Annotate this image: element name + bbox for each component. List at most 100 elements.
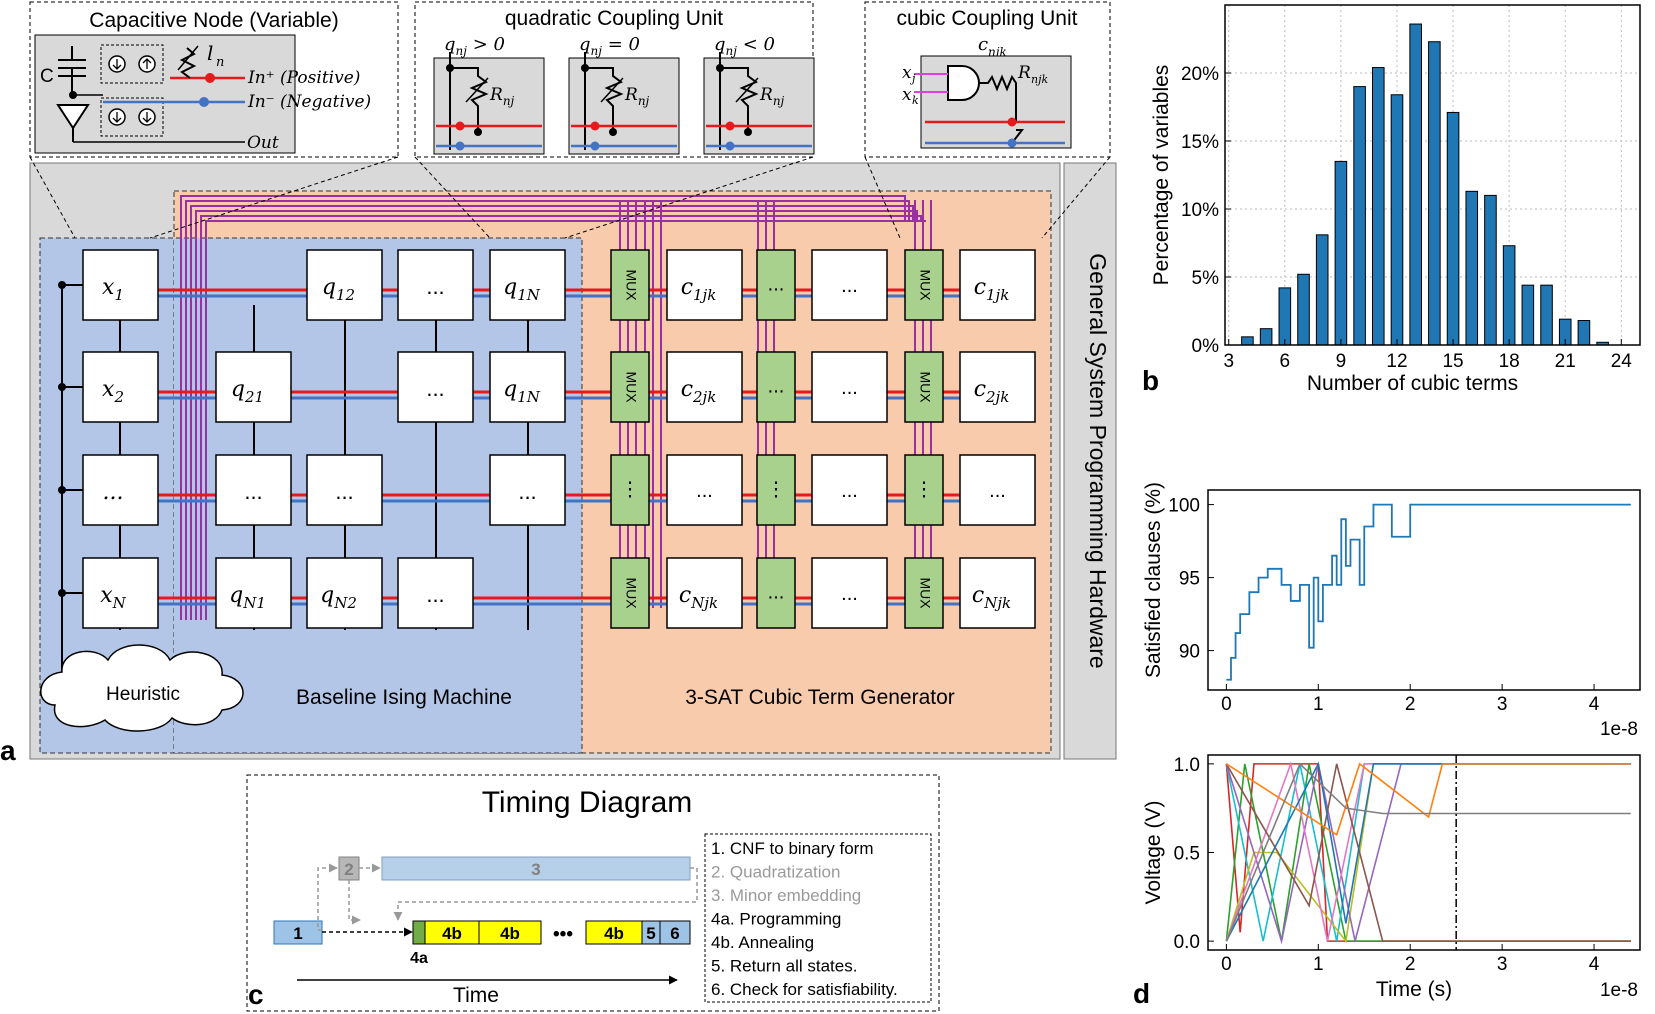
out-label: Out [247,133,279,153]
y-axis-label: Satisfied clauses (%) [1142,482,1165,678]
and-gate-icon [947,65,980,101]
timing-diagram-panel: Timing Diagram 1 2 3 4a 4b 4b ••• 4b 5 6… [246,774,940,1012]
x-offset-label: 1e-8 [1600,980,1638,1001]
timing-legend-item: 3. Minor embedding [711,886,861,905]
cubic-coef: c [978,34,988,55]
timing-legend-item: 6. Check for satisfiability. [711,980,898,999]
block-4a [412,920,426,945]
x-tick-label: 2 [1405,694,1416,715]
histogram-bar [1465,190,1479,346]
pull-up-sources [100,44,164,84]
mux-block: ⋮ [904,454,944,526]
cubic-res-sub: njk [1031,73,1048,86]
y-tick-label: 100 [1168,496,1200,517]
voltage-series [1225,763,1631,942]
coupling-node: q21 [215,351,292,423]
capacitor-symbol [58,46,86,95]
svg-text:⋮: ⋮ [620,478,640,500]
svg-text:6: 6 [670,924,679,943]
y-tick-label: 95 [1179,569,1200,590]
y-tick-label: 5% [1192,268,1220,289]
coupling-node: qN2 [306,557,383,629]
cubic-node: c1jk [959,249,1036,321]
svg-text:...: ... [989,480,1006,502]
cubic-node: ... [811,249,888,321]
y-axis-label: Percentage of variables [1150,65,1173,286]
histogram-bar [1409,23,1422,346]
histogram-bar [1297,273,1310,346]
baseline-ising-label: Baseline Ising Machine [296,686,512,709]
voltage-series [1225,762,1631,942]
mux-block: ... [756,249,796,321]
y-tick-label: 1.0 [1174,755,1200,776]
mux-block: ⋮ [610,454,650,526]
satisfied-clauses-series [1226,503,1631,681]
svg-text:...: ... [335,479,353,504]
cubic-node: ... [811,351,888,423]
y-tick-label: 0.0 [1174,932,1200,953]
coupling-node: q12 [306,249,383,321]
mux-block: MUX [610,249,650,321]
pull-down-sources [100,97,164,137]
mux-block: MUX [904,351,944,423]
svg-text:5: 5 [646,924,655,943]
cubic-res: R [1017,63,1031,83]
xk-sub: k [912,94,919,107]
svg-text:MUX: MUX [917,371,933,403]
svg-text:...: ... [841,583,858,605]
coupling-node: q1N [489,249,566,321]
timing-title: Timing Diagram [482,786,693,819]
quadratic-title: quadratic Coupling Unit [505,7,723,30]
block-6 [659,920,691,945]
mux-block: ⋮ [756,454,796,526]
coupling-node: q1N [489,351,566,423]
histogram-bar [1540,284,1553,346]
y-tick-label: 10% [1181,200,1219,221]
y-tick-label: 15% [1181,132,1219,153]
buffer-triangle [56,104,90,130]
x-axis-label: Number of cubic terms [1307,372,1518,395]
svg-text:...: ... [768,581,785,603]
variable-node: x2 [82,351,159,423]
in-negative-label: In⁻ (Negative) [247,92,371,112]
x-tick-label: 1 [1313,954,1324,975]
svg-text:⋮: ⋮ [766,478,786,500]
timing-legend-item: 4b. Annealing [711,933,814,952]
cubic-node: ... [811,557,888,629]
svg-text:...: ... [244,479,262,504]
mux-block: MUX [904,249,944,321]
heuristic-cloud: Heuristic [40,644,244,732]
timing-legend-item: 1. CNF to binary form [711,839,874,858]
xj-label: x [902,63,912,83]
xk-label: x [902,85,912,105]
plot-frame [1224,4,1641,346]
svg-text:qnj < 0: qnj < 0 [714,34,775,58]
programming-hardware-panel [1063,162,1117,760]
block-4a-label: 4a [410,950,428,967]
mux-block: ... [756,351,796,423]
histogram-bar [1334,160,1348,346]
capacitive-node-title: Capacitive Node (Variable) [89,9,338,32]
histogram-bar [1259,328,1273,346]
svg-text:...: ... [841,275,858,297]
svg-text:qnj = 0: qnj = 0 [579,34,640,58]
svg-text:...: ... [841,480,858,502]
mux-block: ... [756,557,796,629]
svg-text:MUX: MUX [623,269,639,301]
x-tick-label: 0 [1221,694,1232,715]
y-tick-label: 90 [1179,642,1200,663]
coupling-node: ... [397,351,474,423]
cubic-node: c1jk [666,249,743,321]
histogram-bar [1353,86,1366,346]
panel-label-d: d [1133,978,1150,1009]
y-tick-label: 0% [1192,336,1220,357]
svg-text:MUX: MUX [917,577,933,609]
histogram-bar [1484,194,1497,346]
x-tick-label: 9 [1336,351,1347,372]
timing-legend [704,833,932,1003]
coupling-node: ... [397,249,474,321]
resistor-icon [979,74,1017,122]
block-1-label: 1 [293,924,302,943]
